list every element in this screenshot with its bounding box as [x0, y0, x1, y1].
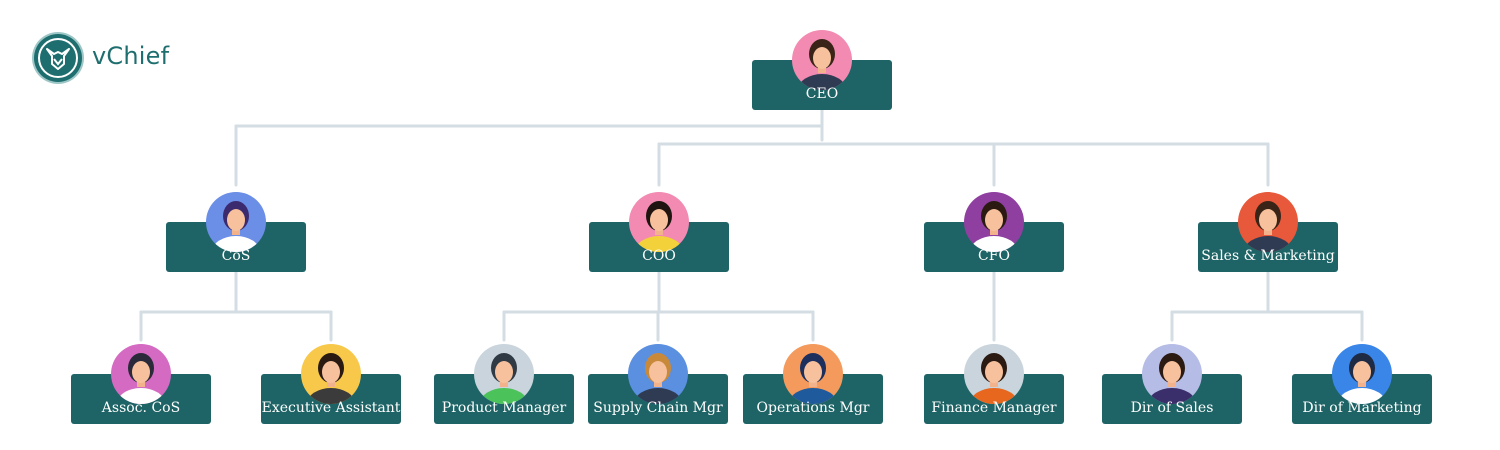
ceo-avatar-icon [792, 30, 852, 90]
brand-logo: vChief [34, 34, 174, 86]
dir-of-marketing-avatar-icon [1332, 344, 1392, 404]
role-label: Supply Chain Mgr [593, 400, 723, 416]
role-label: Assoc. CoS [101, 400, 180, 416]
supply-chain-mgr-avatar-icon [628, 344, 688, 404]
node-coo: COO [589, 192, 729, 272]
cos-avatar-icon [206, 192, 266, 252]
brand-name: vChief [92, 42, 170, 70]
dir-of-sales-avatar-icon [1142, 344, 1202, 404]
wolf-logo-icon [34, 34, 82, 82]
node-assoc-cos: Assoc. CoS [71, 344, 211, 424]
cfo-avatar-icon [964, 192, 1024, 252]
role-label: CFO [978, 248, 1010, 264]
role-label: Operations Mgr [757, 400, 870, 416]
role-label: Sales & Marketing [1201, 248, 1335, 264]
role-label: Executive Assistant [262, 400, 401, 416]
node-product-manager: Product Manager [434, 344, 574, 424]
role-label: CoS [222, 248, 251, 264]
assoc-cos-avatar-icon [111, 344, 171, 404]
node-finance-manager: Finance Manager [924, 344, 1064, 424]
operations-mgr-avatar-icon [783, 344, 843, 404]
role-label: COO [642, 248, 676, 264]
node-ceo: CEO [752, 30, 892, 110]
node-sales-marketing: Sales & Marketing [1198, 192, 1338, 272]
role-label: Finance Manager [931, 400, 1056, 416]
node-dir-of-sales: Dir of Sales [1102, 344, 1242, 424]
coo-avatar-icon [629, 192, 689, 252]
executive-assistant-avatar-icon [301, 344, 361, 404]
role-label: Dir of Sales [1131, 400, 1214, 416]
node-supply-chain-mgr: Supply Chain Mgr [588, 344, 728, 424]
finance-manager-avatar-icon [964, 344, 1024, 404]
role-label: Product Manager [442, 400, 567, 416]
node-operations-mgr: Operations Mgr [743, 344, 883, 424]
product-manager-avatar-icon [474, 344, 534, 404]
node-cos: CoS [166, 192, 306, 272]
role-label: Dir of Marketing [1302, 400, 1421, 416]
node-dir-of-marketing: Dir of Marketing [1292, 344, 1432, 424]
connector-lines [139, 108, 1364, 342]
sales-marketing-avatar-icon [1238, 192, 1298, 252]
node-executive-assistant: Executive Assistant [261, 344, 401, 424]
node-cfo: CFO [924, 192, 1064, 272]
role-label: CEO [806, 86, 838, 102]
